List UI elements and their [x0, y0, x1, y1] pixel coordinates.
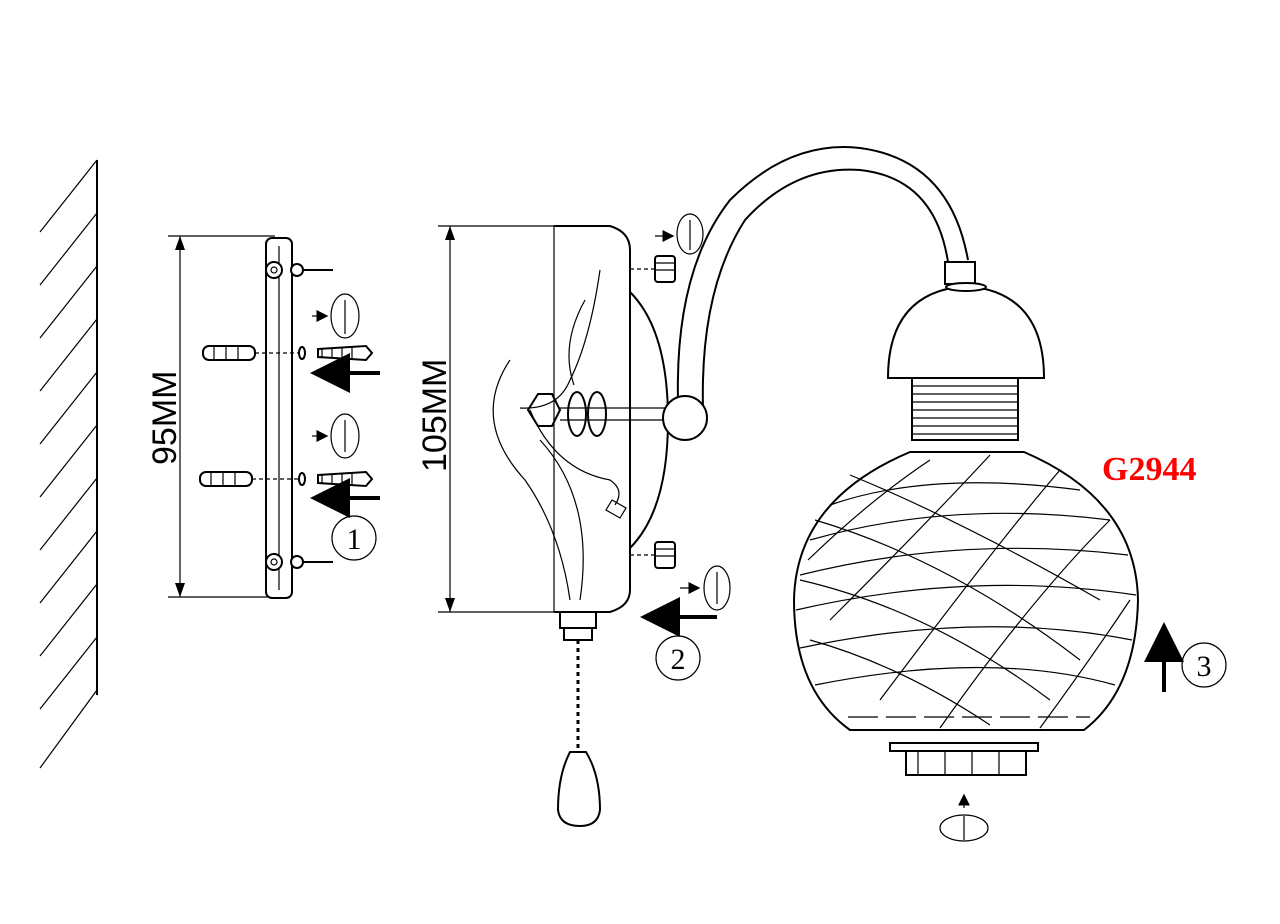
backplate-body	[492, 225, 670, 613]
body-height-label: 105MM	[416, 359, 454, 472]
step-3-label: 3	[1197, 650, 1212, 683]
rotate-arrow-lower-icon	[312, 413, 360, 459]
step-2-badge: 2	[655, 635, 701, 681]
lamp-arm	[662, 146, 976, 441]
step-3-badge: 3	[1181, 642, 1227, 688]
step-1-badge: 1	[331, 515, 377, 561]
body-height-dimension: 105MM	[416, 225, 610, 613]
plate-height-label: 95MM	[146, 371, 184, 465]
mounting-plate	[265, 237, 333, 599]
rotate-arrow-arm-lower-icon	[680, 565, 731, 611]
rotate-arrow-ring-icon	[939, 793, 989, 842]
rotate-arrow-arm-upper-icon	[655, 213, 704, 255]
lamp-holder	[886, 282, 1046, 441]
step-2-label: 2	[671, 643, 686, 676]
wall-hatch-icon	[39, 159, 98, 769]
lock-ring	[889, 742, 1039, 776]
rotate-arrow-upper-icon	[312, 293, 360, 339]
model-code: G2944	[1102, 451, 1196, 488]
plate-height-dimension: 95MM	[146, 235, 275, 598]
arm-bolt-upper-icon	[630, 255, 676, 283]
step-1-label: 1	[347, 523, 362, 556]
globe-shade-icon	[792, 451, 1140, 731]
arm-bolt-lower-icon	[630, 541, 676, 569]
pull-chain-icon	[556, 611, 602, 828]
